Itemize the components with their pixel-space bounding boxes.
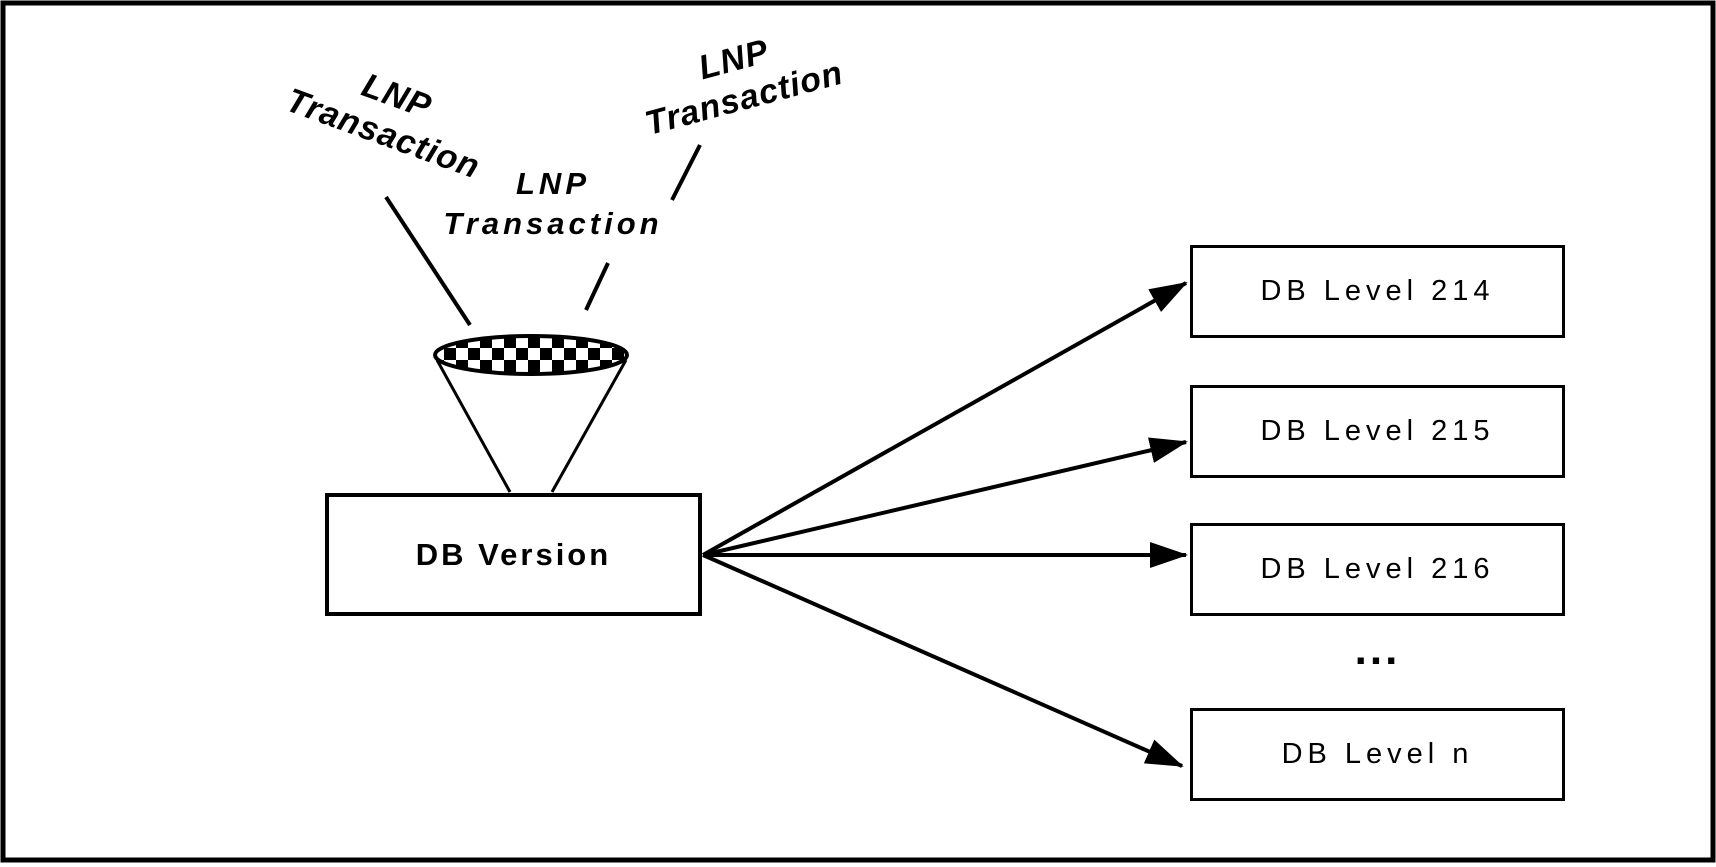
db-level-ellipsis: ... <box>1354 625 1401 674</box>
funnel-cone-left-edge <box>435 359 512 493</box>
db-level-215-label: DB Level 215 <box>1260 415 1495 447</box>
db-level-215-box: DB Level 215 <box>1190 385 1565 478</box>
db-level-216-box: DB Level 216 <box>1190 523 1565 616</box>
lnp-label-line2: Transaction <box>443 206 663 241</box>
db-version-label: DB Version <box>415 536 612 572</box>
input-line-right-lower <box>584 262 610 311</box>
db-level-n-label: DB Level n <box>1281 738 1474 770</box>
lnp-transaction-label-middle: LNP Transaction <box>413 164 693 244</box>
db-level-214-label: DB Level 214 <box>1260 275 1495 307</box>
arrow-to-db-level-214 <box>702 281 1188 557</box>
funnel-cone-right-edge <box>550 359 628 493</box>
input-line-left <box>384 195 472 327</box>
db-level-214-box: DB Level 214 <box>1190 245 1565 338</box>
arrow-to-db-level-n <box>702 553 1184 768</box>
funnel-mouth-ellipse <box>433 334 629 376</box>
db-level-216-label: DB Level 216 <box>1260 553 1495 585</box>
arrow-to-db-level-215 <box>702 437 1188 557</box>
lnp-label-line1: LNP <box>516 166 590 201</box>
db-version-box: DB Version <box>325 493 702 616</box>
input-line-right-upper <box>670 144 702 201</box>
db-level-n-box: DB Level n <box>1190 708 1565 801</box>
